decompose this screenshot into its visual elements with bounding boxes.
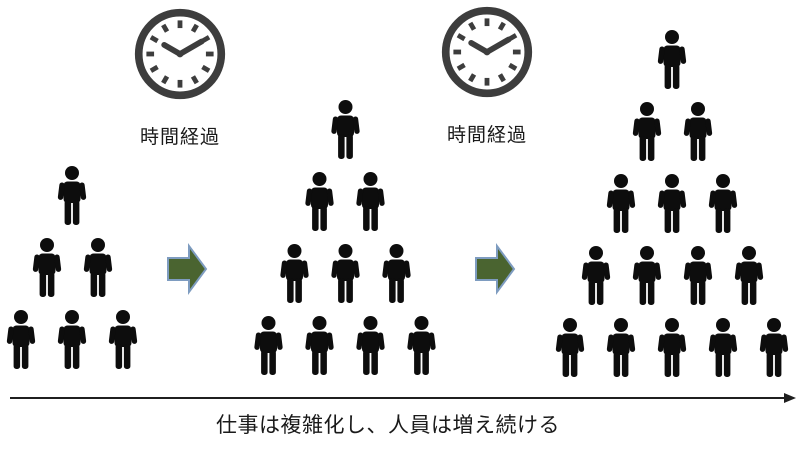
pyramid-row xyxy=(554,318,790,378)
clock-tick xyxy=(497,73,506,83)
clock-tick xyxy=(190,75,199,85)
clock-label: 時間経過 xyxy=(446,125,527,146)
person-icon xyxy=(356,316,385,375)
person-icon xyxy=(657,30,687,89)
person-icon xyxy=(83,238,112,297)
clock-tick xyxy=(497,21,506,31)
arrow-right-icon xyxy=(475,242,516,296)
pyramid-row xyxy=(304,172,387,232)
person-icon xyxy=(57,310,87,369)
clock-group-1: 時間経過 xyxy=(132,6,228,149)
pyramid-stage-2 xyxy=(253,100,438,376)
person-icon xyxy=(606,174,636,233)
person-icon xyxy=(108,310,138,369)
pyramid-row xyxy=(631,102,714,162)
pyramid-row xyxy=(580,246,765,306)
pyramid-row xyxy=(56,166,88,226)
clock-tick xyxy=(468,21,477,31)
pyramid-row xyxy=(329,100,361,160)
diagram-caption: 仕事は複雑化し、人員は増え続ける xyxy=(216,414,560,437)
clock-tick xyxy=(190,23,199,33)
person-icon xyxy=(632,246,661,305)
person-icon xyxy=(657,174,687,233)
person-icon xyxy=(708,318,738,377)
person-icon xyxy=(555,318,585,377)
pyramid-row xyxy=(605,174,739,234)
person-icon xyxy=(657,318,687,377)
clock-icon xyxy=(134,8,226,100)
person-icon xyxy=(759,318,789,377)
pyramid-row xyxy=(5,310,139,370)
clock-tick xyxy=(456,62,466,71)
clock-label: 時間経過 xyxy=(139,127,220,148)
clock-tick xyxy=(149,64,159,73)
pyramid-row xyxy=(253,316,438,376)
clock-tick xyxy=(161,75,170,85)
person-icon xyxy=(305,172,334,231)
person-icon xyxy=(330,244,360,303)
pyramid-row xyxy=(31,238,114,298)
person-icon xyxy=(632,102,661,161)
clock-tick xyxy=(149,35,159,44)
person-icon xyxy=(407,316,436,375)
pyramid-row xyxy=(656,30,688,90)
person-icon xyxy=(356,172,385,231)
pyramid-stage-3 xyxy=(554,30,790,378)
person-icon xyxy=(32,238,61,297)
arrow-right-icon xyxy=(167,242,208,296)
clock-tick xyxy=(161,23,170,33)
person-icon xyxy=(606,318,636,377)
pyramid-stage-1 xyxy=(5,166,139,370)
clock-tick xyxy=(456,33,466,42)
timeline-arrow xyxy=(10,393,796,403)
person-icon xyxy=(708,174,738,233)
person-icon xyxy=(683,246,712,305)
person-icon xyxy=(57,166,87,225)
person-icon xyxy=(734,246,763,305)
clock-icon xyxy=(441,6,533,98)
person-icon xyxy=(279,244,309,303)
person-icon xyxy=(381,244,411,303)
person-icon xyxy=(330,100,360,159)
clock-tick xyxy=(468,73,477,83)
clock-tick xyxy=(508,62,518,71)
clock-tick xyxy=(201,64,211,73)
person-icon xyxy=(254,316,283,375)
person-icon xyxy=(683,102,712,161)
pyramid-row xyxy=(278,244,412,304)
person-icon xyxy=(581,246,610,305)
person-icon xyxy=(305,316,334,375)
clock-group-2: 時間経過 xyxy=(439,4,535,147)
person-icon xyxy=(6,310,36,369)
